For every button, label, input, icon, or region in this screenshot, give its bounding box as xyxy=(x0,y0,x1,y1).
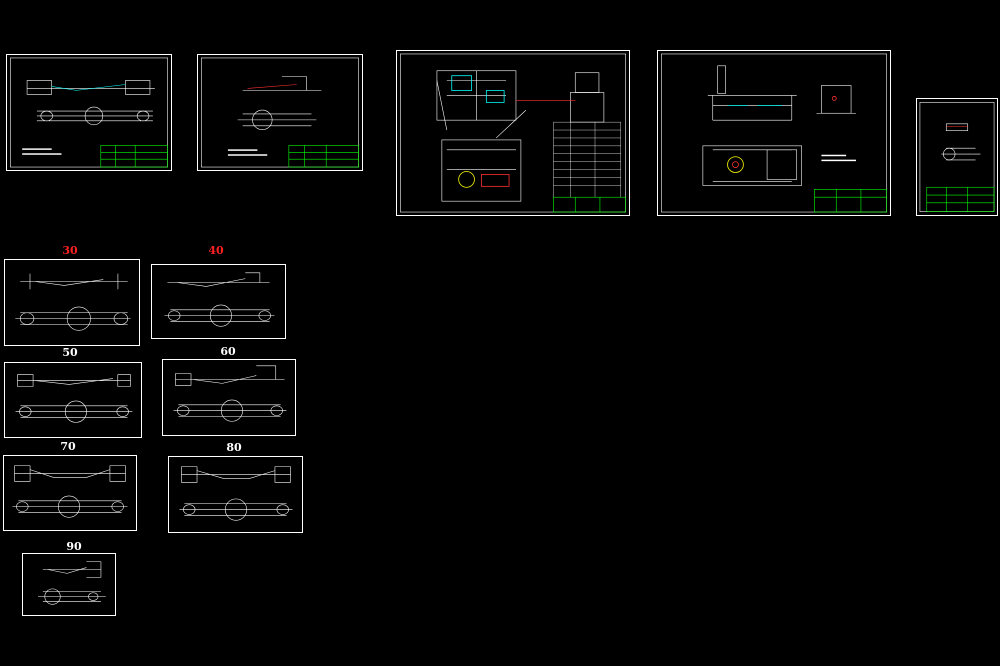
drawing-sheet-part-1[interactable] xyxy=(6,54,172,171)
fixture-drawing xyxy=(661,53,887,213)
operation-label-40: 40 xyxy=(208,244,224,257)
process-sketch xyxy=(173,365,287,422)
assembly-drawing xyxy=(400,53,626,213)
operation-label-70: 70 xyxy=(60,440,76,453)
part-drawing xyxy=(919,102,995,212)
operation-label-30: 30 xyxy=(62,244,78,257)
operation-sketch-80[interactable] xyxy=(168,456,303,533)
process-sketch xyxy=(15,374,133,423)
process-sketch xyxy=(12,465,128,518)
process-sketch xyxy=(38,561,106,605)
operation-label-90: 90 xyxy=(66,540,82,553)
operation-sketch-40[interactable] xyxy=(151,264,286,339)
operation-label-80: 80 xyxy=(226,441,242,454)
operation-sketch-90[interactable] xyxy=(22,553,116,616)
operation-sketch-60[interactable] xyxy=(162,359,296,436)
process-sketch xyxy=(15,273,131,331)
operation-label-60: 60 xyxy=(220,345,236,358)
drawing-sheet-fixture-assembly[interactable] xyxy=(396,50,630,216)
operation-sketch-70[interactable] xyxy=(3,455,137,531)
drawing-sheet-part-2[interactable] xyxy=(197,54,363,171)
process-sketch xyxy=(164,272,275,327)
operation-sketch-30[interactable] xyxy=(4,259,140,346)
process-sketch xyxy=(179,466,293,521)
operation-sketch-50[interactable] xyxy=(4,362,142,438)
drawing-sheet-fixture-body[interactable] xyxy=(657,50,891,216)
drawing-sheet-part-small[interactable] xyxy=(916,98,998,216)
part-drawing xyxy=(201,57,359,168)
part-drawing xyxy=(10,57,168,168)
operation-label-50: 50 xyxy=(62,346,78,359)
